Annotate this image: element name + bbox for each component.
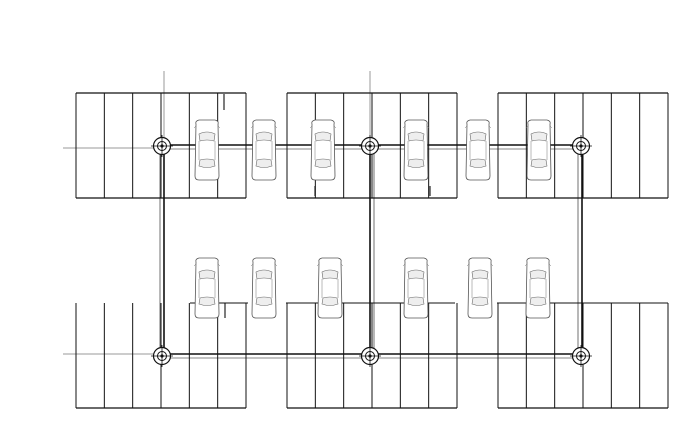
structural-column-icon (569, 344, 593, 368)
car-topview-icon (402, 119, 430, 181)
car-topview-icon (309, 119, 337, 181)
structural-column-icon (358, 344, 382, 368)
structural-column-icon (150, 344, 174, 368)
car-topview-icon (250, 119, 278, 181)
parking-bay (286, 303, 458, 409)
parking-bay (75, 303, 247, 409)
car-topview-icon (193, 257, 221, 319)
car-topview-icon (193, 119, 221, 181)
car-topview-icon (524, 257, 552, 319)
car-topview-icon (402, 257, 430, 319)
car-topview-icon (525, 119, 553, 181)
parking-bays-bottom-row (75, 303, 669, 409)
structural-column-icon (150, 134, 174, 158)
structural-beams (159, 144, 583, 359)
structural-column-icon (569, 134, 593, 158)
car-topview-icon (316, 257, 344, 319)
car-topview-icon (464, 119, 492, 181)
car-topview-icon (466, 257, 494, 319)
reference-lines (63, 71, 371, 355)
parking-bay (497, 303, 669, 409)
car-topview-icon (250, 257, 278, 319)
structural-column-icon (358, 134, 382, 158)
